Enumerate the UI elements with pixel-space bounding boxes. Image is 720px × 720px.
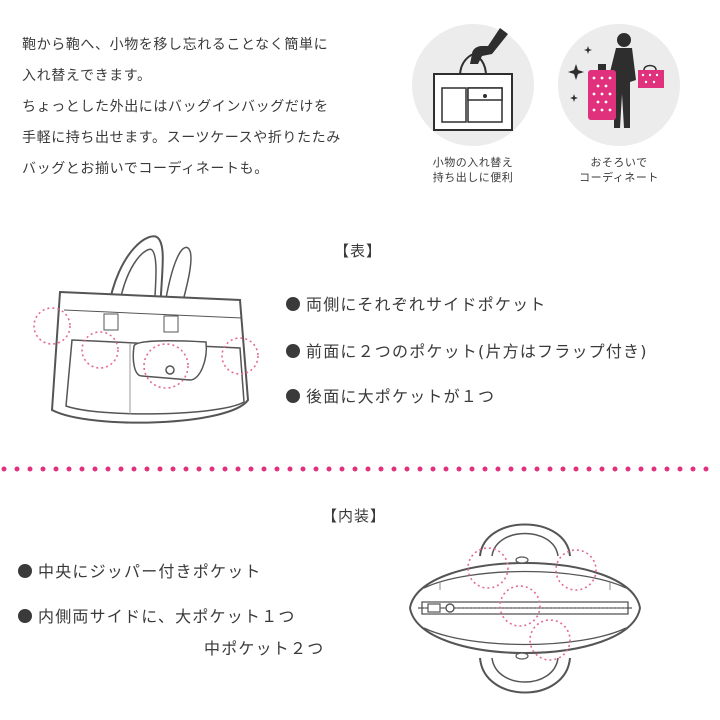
- caption-line: 持ち出しに便利: [432, 171, 514, 184]
- intro-text: 鞄から鞄へ、小物を移し忘れることなく簡単に 入れ替えできます。 ちょっとした外出…: [22, 30, 402, 185]
- hand-carry-bag-icon: [433, 28, 513, 131]
- intro-line: バッグとお揃いでコーディネートも。: [22, 161, 269, 177]
- carry-feature-caption: 小物の入れ替え 持ち出しに便利: [400, 155, 546, 185]
- interior-feature-sub: 中ポケット２つ: [204, 635, 324, 659]
- feature-text: 後面に大ポケットが１つ: [306, 387, 496, 406]
- dotted-divider: [1, 466, 719, 472]
- intro-line: ちょっとした外出にはバッグインバッグだけを: [22, 99, 329, 115]
- feature-text: 両側にそれぞれサイドポケット: [306, 295, 547, 314]
- caption-line: おそろいで: [590, 156, 648, 169]
- caption-line: コーディネート: [579, 171, 659, 184]
- intro-line: 手軽に持ち出せます。スーツケースや折りたたみ: [22, 130, 341, 146]
- interior-heading: 【内装】: [322, 507, 387, 525]
- interior-bag-illustration: [408, 523, 642, 694]
- exterior-feature-item: 両側にそれぞれサイドポケット: [286, 291, 546, 315]
- exterior-feature-item: 後面に大ポケットが１つ: [286, 383, 495, 407]
- bullet-dot: [286, 389, 300, 403]
- interior-feature-item: 内側両サイドに、大ポケット１つ: [18, 603, 296, 627]
- exterior-feature-item: 前面に２つのポケット(片方はフラップ付き): [286, 338, 648, 362]
- bullet-dot: [18, 564, 32, 578]
- intro-line: 入れ替えできます。: [22, 68, 152, 84]
- bullet-dot: [286, 344, 300, 358]
- intro-line: 鞄から鞄へ、小物を移し忘れることなく簡単に: [22, 37, 329, 53]
- coordinate-person-icon: [568, 33, 664, 128]
- feature-text: 中央にジッパー付きポケット: [38, 562, 262, 581]
- coordinate-feature-caption: おそろいで コーディネート: [546, 155, 692, 185]
- exterior-bag-illustration: [33, 235, 259, 424]
- bullet-dot: [286, 297, 300, 311]
- feature-text: 前面に２つのポケット(片方はフラップ付き): [306, 342, 648, 361]
- exterior-heading: 【表】: [334, 242, 383, 260]
- bullet-dot: [18, 609, 32, 623]
- feature-text: 内側両サイドに、大ポケット１つ: [38, 607, 296, 626]
- interior-feature-item: 中央にジッパー付きポケット: [18, 558, 262, 582]
- feature-text: 中ポケット２つ: [204, 639, 325, 658]
- caption-line: 小物の入れ替え: [432, 156, 514, 169]
